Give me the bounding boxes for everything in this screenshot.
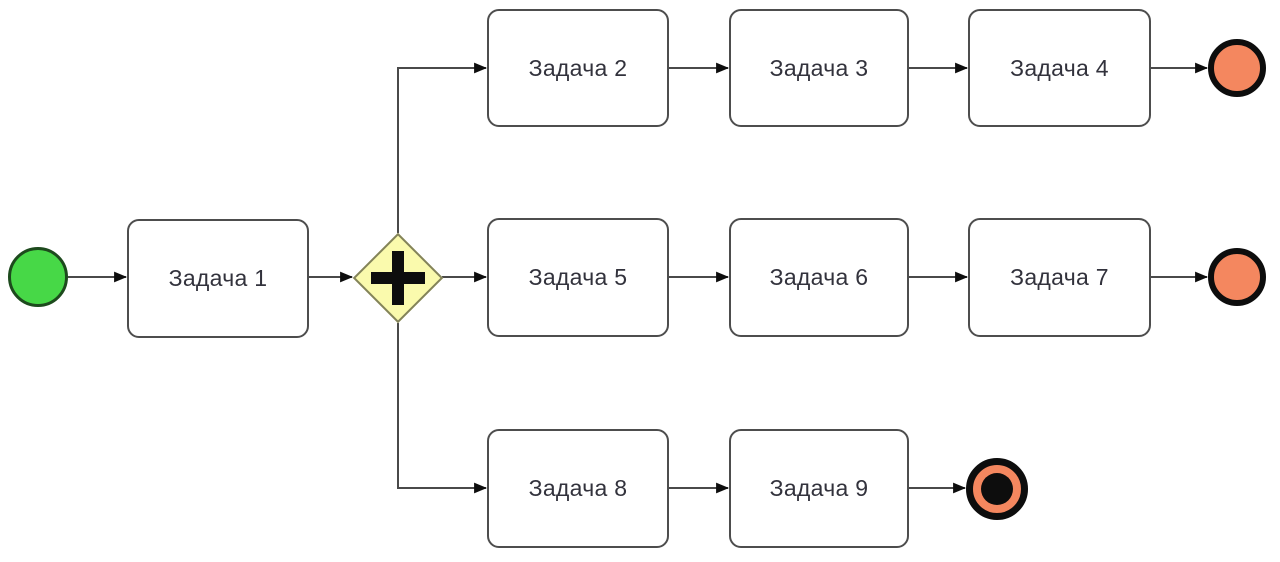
flow-gateway-to-task8 [397, 323, 488, 494]
task-label: Задача 8 [528, 475, 628, 501]
task-label: Задача 7 [1010, 264, 1109, 290]
task-5: Задача 5 [487, 218, 669, 337]
task-9: Задача 9 [729, 429, 909, 548]
terminate-dot-icon [981, 473, 1013, 505]
terminate-end-event [966, 458, 1028, 520]
task-3: Задача 3 [729, 9, 909, 127]
start-event [8, 247, 68, 307]
end-event-middle [1208, 248, 1266, 306]
task-1: Задача 1 [127, 219, 309, 338]
parallel-gateway [352, 232, 444, 324]
task-8: Задача 8 [487, 429, 669, 548]
task-label: Задача 3 [769, 54, 869, 81]
task-2: Задача 2 [487, 9, 669, 127]
plus-icon [353, 233, 443, 323]
task-label: Задача 9 [769, 475, 869, 501]
task-7: Задача 7 [968, 218, 1151, 337]
task-label: Задача 4 [1010, 54, 1109, 81]
end-event-top [1208, 39, 1266, 97]
task-label: Задача 6 [769, 264, 869, 290]
task-label: Задача 2 [528, 54, 628, 81]
task-label: Задача 5 [528, 264, 628, 290]
task-6: Задача 6 [729, 218, 909, 337]
flow-gateway-to-task2 [397, 62, 488, 233]
task-4: Задача 4 [968, 9, 1151, 127]
task-label: Задача 1 [168, 265, 268, 291]
